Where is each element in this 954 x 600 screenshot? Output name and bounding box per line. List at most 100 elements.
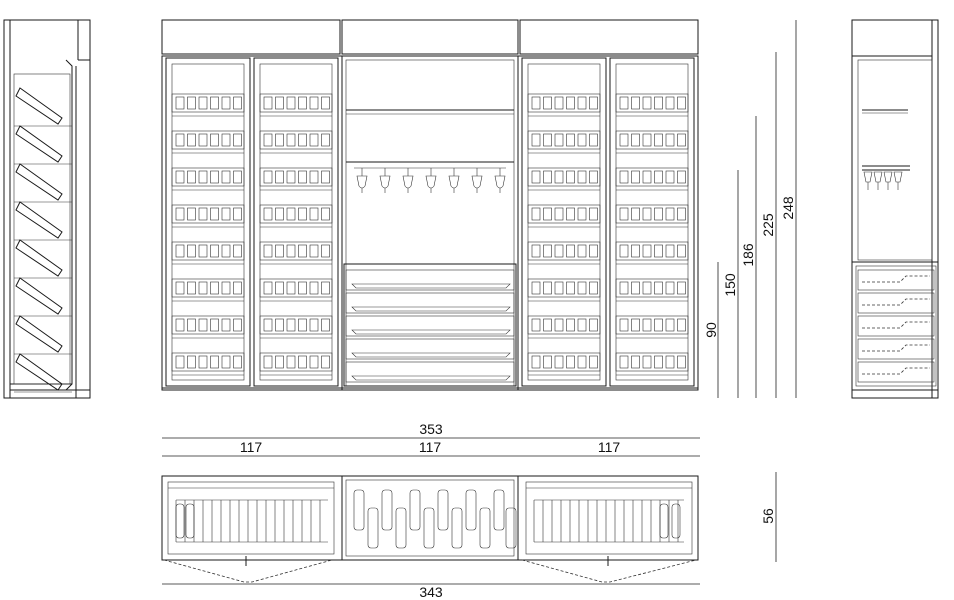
bottle-slot xyxy=(233,281,242,295)
bottle-slot xyxy=(233,170,242,184)
bottle-slot xyxy=(198,355,208,369)
bottle-slot xyxy=(665,281,675,295)
rack-row xyxy=(615,204,689,224)
depth-label: 56 xyxy=(760,508,776,524)
rack-row xyxy=(259,315,333,335)
bottle-slot xyxy=(531,244,541,258)
bottle-slot xyxy=(619,207,629,221)
plan-bottle xyxy=(367,507,379,549)
width-label-total: 353 xyxy=(419,421,443,437)
bottle-slot xyxy=(187,170,196,184)
bottle-slot xyxy=(275,207,284,221)
bottle-slot xyxy=(677,207,686,221)
bottle-slot xyxy=(577,281,587,295)
bottle-slot xyxy=(665,133,675,147)
plan-bottles xyxy=(175,489,681,549)
rack-row xyxy=(259,204,333,224)
bottle-slot xyxy=(221,281,231,295)
bottle-slot xyxy=(631,133,640,147)
wine-glass-icon xyxy=(471,175,483,189)
bottle-slot xyxy=(321,318,330,332)
bottle-slot xyxy=(589,207,598,221)
bottle-slot xyxy=(654,244,663,258)
bottle-slot xyxy=(654,207,663,221)
bottle-slot xyxy=(298,281,307,295)
bottle-slot xyxy=(175,207,185,221)
bottle-slot xyxy=(642,207,652,221)
bottle-slot xyxy=(554,170,564,184)
bottle-slot xyxy=(554,133,564,147)
drawer-block xyxy=(343,263,517,387)
bottle-slot xyxy=(175,96,185,110)
rack-row xyxy=(527,315,601,335)
bottle-slot xyxy=(531,281,541,295)
bottle-slot xyxy=(577,244,587,258)
bottle-slot xyxy=(677,281,686,295)
bottle-slot xyxy=(631,355,640,369)
left-side-view xyxy=(3,19,91,399)
bottle-slot xyxy=(531,207,541,221)
bottle-slot xyxy=(619,170,629,184)
door-2 xyxy=(253,57,339,387)
bottle-slot xyxy=(566,96,575,110)
bottle-slot xyxy=(309,133,319,147)
bottle-slot xyxy=(175,318,185,332)
rack-row xyxy=(527,93,601,113)
plan-bottle xyxy=(505,507,517,549)
bottle-slot xyxy=(198,318,208,332)
bottle-slot xyxy=(642,355,652,369)
bottle-slot xyxy=(566,133,575,147)
bottle-slot xyxy=(531,355,541,369)
rack-row xyxy=(615,93,689,113)
side-drawers xyxy=(857,269,935,383)
wine-glass-icon xyxy=(883,171,893,183)
bottle-slot xyxy=(187,133,196,147)
bottle-slot xyxy=(589,133,598,147)
bottle-slot xyxy=(665,170,675,184)
bottle-slot xyxy=(275,281,284,295)
height-label-248: 248 xyxy=(780,196,796,220)
bottle-slot xyxy=(175,170,185,184)
bottle-slot xyxy=(298,244,307,258)
bottle-slot xyxy=(298,318,307,332)
rack-row xyxy=(615,352,689,372)
bottle-slot xyxy=(654,281,663,295)
bottle-slot xyxy=(566,207,575,221)
bottle-slot xyxy=(210,207,219,221)
bottle-slot xyxy=(619,96,629,110)
width-label-inner: 343 xyxy=(419,584,443,600)
bottle-slot xyxy=(286,133,296,147)
angled-bottle xyxy=(15,277,63,315)
bottle-slot xyxy=(221,244,231,258)
bottle-slot xyxy=(566,170,575,184)
height-label-186: 186 xyxy=(740,243,756,267)
bottle-slot xyxy=(642,281,652,295)
plan-bottle xyxy=(381,489,393,531)
bottle-slot xyxy=(531,96,541,110)
bottle-slot xyxy=(543,318,552,332)
bottle-slot xyxy=(263,133,273,147)
side-drawer xyxy=(857,269,935,291)
front-elevation xyxy=(161,19,699,391)
bottle-slot xyxy=(298,355,307,369)
bottle-slot xyxy=(321,133,330,147)
bottle-slot xyxy=(321,207,330,221)
bottle-slot xyxy=(577,133,587,147)
bottle-slot xyxy=(543,281,552,295)
rack-row xyxy=(615,167,689,187)
angled-bottle xyxy=(15,353,63,391)
bottle-slot xyxy=(210,281,219,295)
bottle-slot xyxy=(233,207,242,221)
bottle-slot xyxy=(210,244,219,258)
bottle-slot xyxy=(589,318,598,332)
bottle-slot xyxy=(210,170,219,184)
side-drawer-bottle xyxy=(862,344,930,352)
bottle-slot xyxy=(210,318,219,332)
bottle-slot xyxy=(286,244,296,258)
plan-outline xyxy=(161,475,699,561)
side-glasses xyxy=(863,171,903,190)
bottle-slot xyxy=(531,170,541,184)
bottle-slot xyxy=(286,281,296,295)
bottle-slot xyxy=(275,244,284,258)
angled-bottle xyxy=(15,239,63,277)
